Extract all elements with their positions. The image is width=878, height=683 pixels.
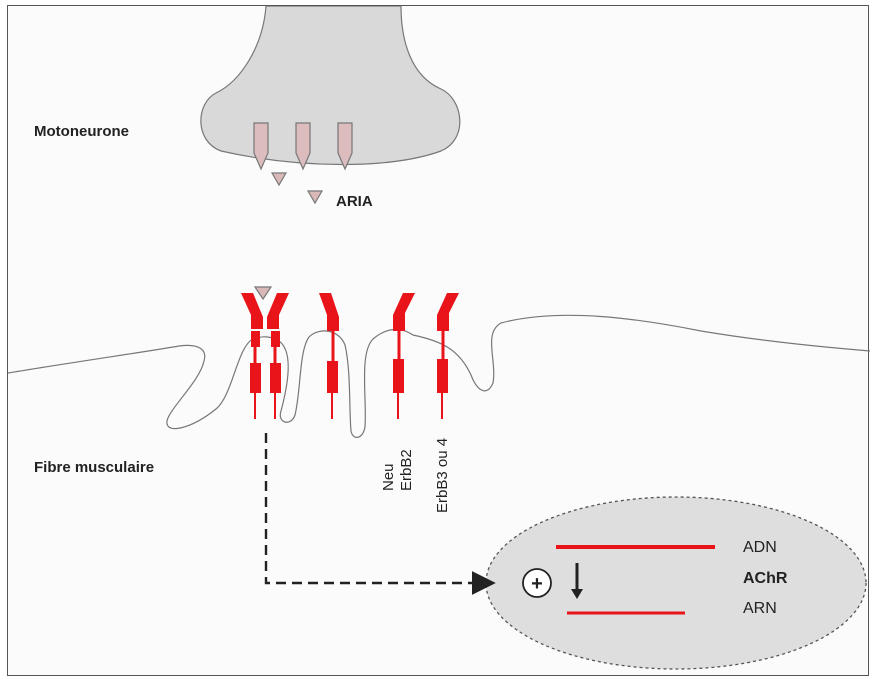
receptor-dimer-right-block-2 bbox=[270, 363, 281, 393]
label-achr: AChR bbox=[743, 570, 788, 587]
label-adn: ADN bbox=[743, 539, 777, 556]
label-fibre: Fibre musculaire bbox=[34, 459, 154, 476]
label-arn: ARN bbox=[743, 600, 777, 617]
label-motoneurone: Motoneurone bbox=[34, 123, 129, 140]
label-aria: ARIA bbox=[336, 193, 373, 210]
label-neu: Neu bbox=[380, 463, 397, 491]
receptor-dimer-right-block-1 bbox=[271, 331, 280, 347]
label-erbb3: ErbB3 ou 4 bbox=[434, 438, 451, 513]
vesicle-1 bbox=[254, 123, 268, 169]
plus-symbol: + bbox=[531, 573, 543, 595]
label-erbb2: ErbB2 bbox=[398, 449, 415, 491]
signal-arrow bbox=[266, 433, 491, 583]
receptor-dimer-right-head bbox=[267, 293, 289, 329]
diagram-canvas: + Motoneurone ARIA Fibre musculaire Neu … bbox=[8, 6, 870, 677]
motoneuron-terminal bbox=[201, 6, 460, 165]
diagram-frame: + Motoneurone ARIA Fibre musculaire Neu … bbox=[7, 5, 869, 676]
receptor-single-middle bbox=[319, 293, 339, 419]
receptor-erbb3 bbox=[437, 293, 459, 419]
aria-triangle-1 bbox=[272, 173, 286, 185]
receptor-dimer-left-block-2 bbox=[250, 363, 261, 393]
receptor-dimer-left-head bbox=[241, 293, 263, 329]
aria-triangle-bound bbox=[255, 287, 271, 299]
receptor-erbb2 bbox=[393, 293, 415, 419]
aria-triangle-2 bbox=[308, 191, 322, 203]
aria-molecules bbox=[255, 173, 322, 299]
receptor-dimer-left-block-1 bbox=[251, 331, 260, 347]
receptor-dimer bbox=[241, 293, 289, 419]
